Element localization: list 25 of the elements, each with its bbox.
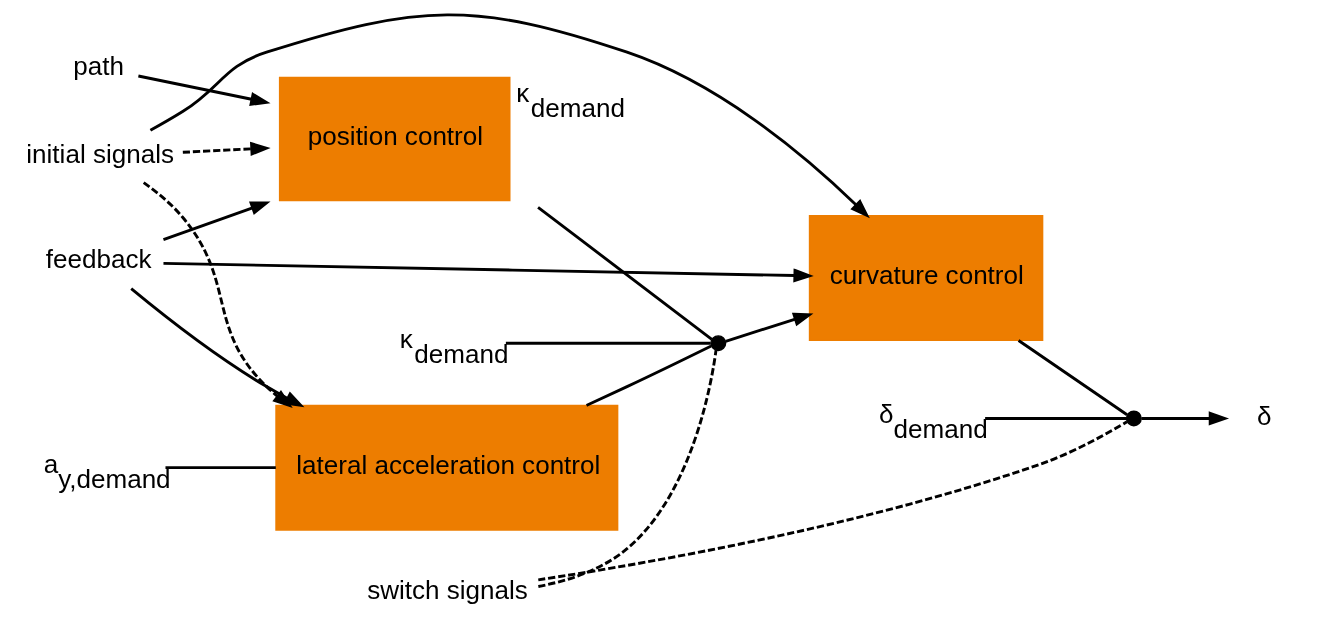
arrow xyxy=(725,312,814,343)
arrow xyxy=(149,13,870,218)
node-text: switch signals xyxy=(367,574,528,605)
arrow xyxy=(182,141,271,156)
node-box: curvature control xyxy=(808,214,1044,341)
node-box: lateral acceleration control xyxy=(275,404,619,531)
node-text: path xyxy=(73,50,125,81)
connector xyxy=(538,420,1128,581)
node-text: δ xyxy=(1256,400,1272,431)
arrow xyxy=(162,200,271,241)
arrow xyxy=(1141,410,1230,426)
arrow xyxy=(163,261,814,283)
node-text: feedback xyxy=(45,243,152,274)
connector xyxy=(537,205,713,340)
connector xyxy=(505,341,711,345)
node-switch xyxy=(710,334,727,351)
connector xyxy=(585,344,712,407)
connector xyxy=(165,465,276,469)
node-switch xyxy=(1125,409,1142,426)
arrow xyxy=(138,74,271,106)
connector xyxy=(985,416,1127,420)
connector xyxy=(1017,338,1128,416)
connector xyxy=(538,349,718,588)
node-text: initial signals xyxy=(26,138,174,169)
node-box: position control xyxy=(278,76,511,201)
